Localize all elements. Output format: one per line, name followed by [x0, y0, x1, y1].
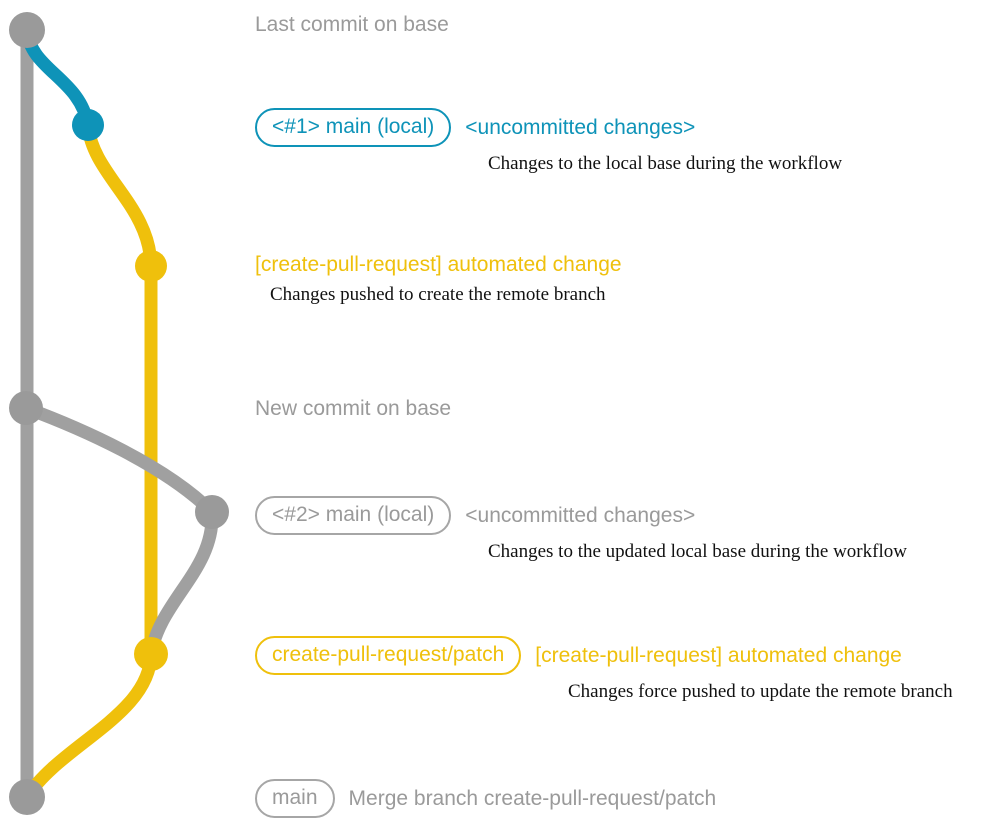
commit-subject: New commit on base [255, 397, 452, 420]
commit-subject: [create-pull-request] automated change [535, 643, 902, 667]
commit-node-base-head [9, 12, 45, 48]
commit-node-patch-2 [134, 637, 168, 671]
commit-note: Changes pushed to create the remote bran… [270, 284, 606, 305]
commit-note: Changes to the local base during the wor… [488, 153, 843, 174]
commit-subject: <uncommitted changes> [465, 503, 696, 527]
commit-node-local-2 [195, 495, 229, 529]
row-last-commit-on-base: Last commit on base [255, 12, 449, 38]
commit-node-local-1 [72, 109, 104, 141]
commit-node-merge [9, 779, 45, 815]
commit-node-patch-1 [135, 250, 167, 282]
lane-force-push [144, 505, 219, 661]
commit-note: Changes force pushed to update the remot… [568, 681, 953, 702]
lane-patch-created [81, 118, 158, 273]
commit-subject: [create-pull-request] automated change [255, 253, 622, 276]
lane-merge-into-base [20, 647, 158, 804]
commit-node-base-new [9, 391, 43, 425]
row-merge-commit: main Merge branch create-pull-request/pa… [255, 779, 716, 818]
row-new-commit-on-base: New commit on base [255, 396, 451, 422]
commit-note: Changes to the updated local base during… [488, 541, 907, 562]
ref-badge-main-local-1[interactable]: <#1> main (local) [255, 108, 452, 147]
row-local-1: <#1> main (local) <uncommitted changes> … [255, 108, 842, 175]
row-local-2: <#2> main (local) <uncommitted changes> … [255, 496, 907, 563]
commit-subject: <uncommitted changes> [465, 115, 696, 139]
ref-badge-main-local-2[interactable]: <#2> main (local) [255, 496, 452, 535]
ref-badge-create-pull-request-patch[interactable]: create-pull-request/patch [255, 636, 522, 675]
row-automated-change-1: [create-pull-request] automated change C… [255, 252, 622, 306]
lane-local-2 [19, 401, 219, 519]
ref-badge-main[interactable]: main [255, 779, 335, 818]
commit-subject: Merge branch create-pull-request/patch [348, 786, 717, 810]
row-automated-change-2: create-pull-request/patch [create-pull-r… [255, 636, 953, 703]
commit-subject: Last commit on base [255, 13, 449, 36]
